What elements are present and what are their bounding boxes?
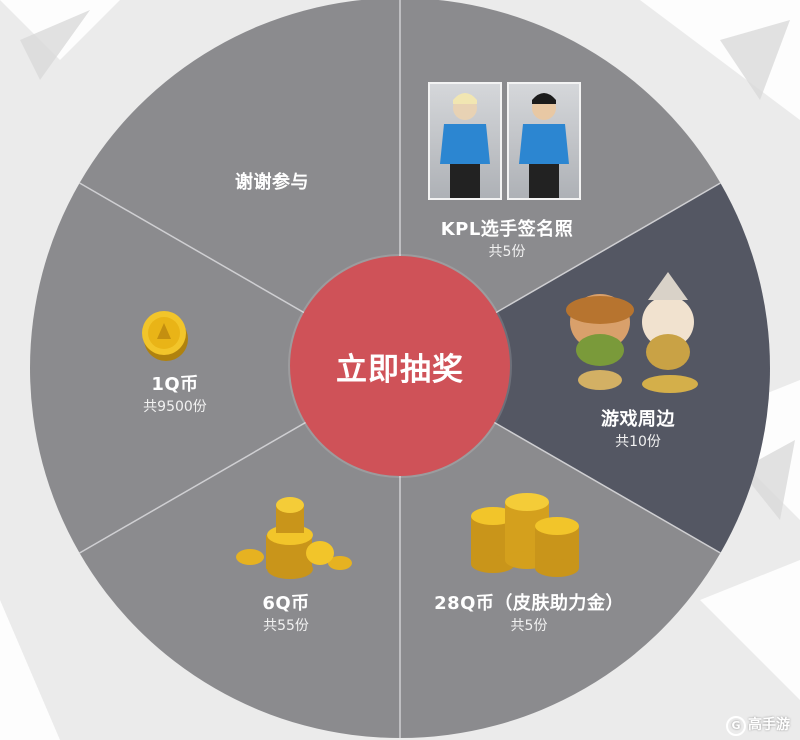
prize-6q-coin: 6Q币 共55份 bbox=[166, 592, 406, 636]
prize-count: 共55份 bbox=[263, 618, 309, 634]
segment-1q-coin bbox=[29, 183, 400, 553]
coin-stack-large-icon bbox=[471, 493, 579, 577]
single-coin-icon bbox=[142, 311, 188, 361]
prize-1q-coin: 1Q币 共9500份 bbox=[55, 373, 295, 417]
figurines-icon bbox=[566, 272, 698, 393]
prize-name: 谢谢参与 bbox=[235, 172, 309, 193]
prize-28q-coin: 28Q币（皮肤助力金） 共5份 bbox=[409, 592, 649, 636]
coin-stack-small-icon bbox=[236, 497, 352, 579]
prize-game-merch: 游戏周边 共10份 bbox=[518, 408, 758, 452]
draw-button-label: 立即抽奖 bbox=[336, 351, 464, 388]
prize-count: 共10份 bbox=[615, 434, 661, 450]
logo-icon: G bbox=[726, 716, 746, 736]
prize-signed-photo: KPL选手签名照 共5份 bbox=[387, 218, 627, 262]
prize-name: 28Q币（皮肤助力金） bbox=[434, 593, 624, 614]
prize-name: KPL选手签名照 bbox=[440, 219, 574, 240]
prize-count: 共9500份 bbox=[143, 399, 207, 415]
prize-count: 共5份 bbox=[488, 244, 526, 260]
watermark-text: 高手游 bbox=[748, 717, 790, 733]
prize-name: 游戏周边 bbox=[601, 409, 675, 430]
prize-name: 1Q币 bbox=[151, 374, 199, 395]
prize-name: 6Q币 bbox=[262, 593, 310, 614]
prize-thanks: 谢谢参与 bbox=[152, 171, 392, 195]
player-photo bbox=[428, 82, 502, 200]
draw-button[interactable]: 立即抽奖 bbox=[290, 256, 510, 476]
player-photo bbox=[507, 82, 581, 200]
prize-count: 共5份 bbox=[510, 618, 548, 634]
segment-game-merch bbox=[400, 183, 770, 553]
segment-thanks bbox=[79, 0, 400, 368]
